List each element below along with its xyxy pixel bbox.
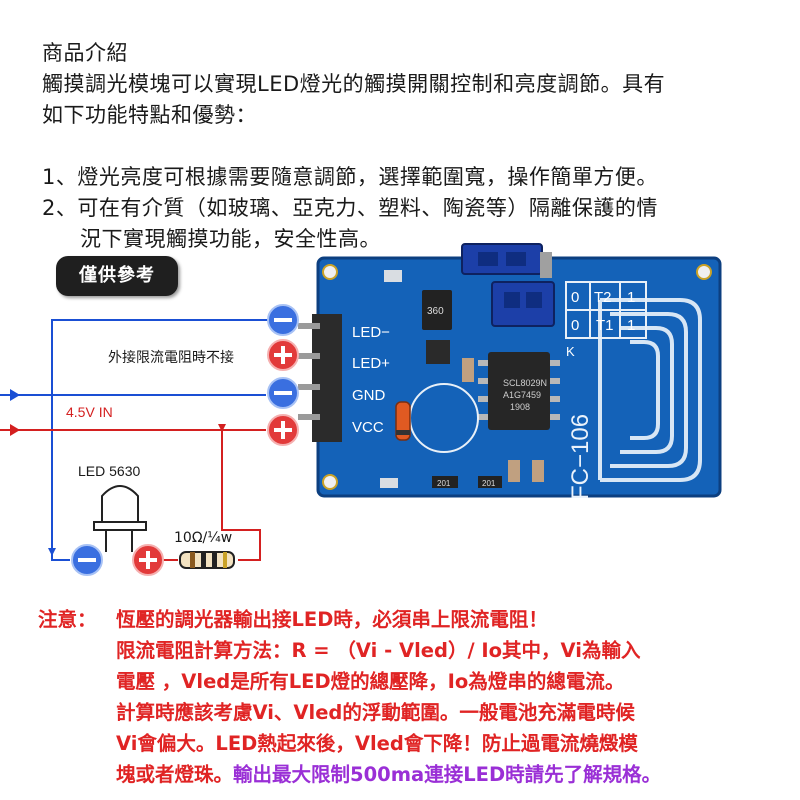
wire-resistor-feed <box>221 430 261 561</box>
terminal-led-positive <box>267 339 299 371</box>
led-model-label: LED 5630 <box>78 463 140 479</box>
terminal-gnd <box>267 377 299 409</box>
pin-k-label: K <box>566 344 575 359</box>
led-terminal-negative <box>71 544 103 576</box>
arrow-icon <box>218 424 226 432</box>
feature-item-1: 1、燈光亮度可根據需要隨意調節，選擇範圍寬，操作簡單方便。 <box>42 165 658 189</box>
smd-part <box>380 478 398 488</box>
feature-item-2: 2、可在有介質（如玻璃、亞克力、塑料、陶瓷等）隔離保護的情 <box>42 196 658 220</box>
smd-resistor-2 <box>432 476 458 488</box>
dimmer-ic: SCL8029N A1G7459 1908 <box>478 352 560 430</box>
t2-left-label: 0 <box>571 289 579 306</box>
pin-label-vcc: VCC <box>352 419 384 436</box>
smd-capacitor <box>532 460 544 482</box>
output-limit-note: 輸出最大限制500ma連接LED時請先了解規格。 <box>233 763 662 786</box>
note-line: 計算時應該考慮Vi、Vled的浮動範圍。一般電池充滿電時候 <box>116 701 635 724</box>
note-line: 塊或者燈珠。輸出最大限制500ma連接LED時請先了解規格。 <box>116 759 796 790</box>
smd-led <box>384 270 402 282</box>
wire-led-negative <box>51 319 268 561</box>
t1-left-label: 0 <box>571 317 579 334</box>
arrow-icon <box>10 424 20 436</box>
arrow-icon <box>48 548 56 556</box>
smd-code: 201 <box>482 479 496 488</box>
t2-right-label: 1 <box>627 289 635 306</box>
voltage-label: 4.5V IN <box>66 404 113 420</box>
note-line: 恆壓的調光器輸出接LED時，必須串上限流電阻！ <box>116 608 548 631</box>
note-line: Vi會偏大。LED熱起來後，Vled會下降！防止過電流燒燬模 <box>116 732 638 755</box>
terminal-vcc <box>267 414 299 446</box>
pin-label-led-neg: LED− <box>352 324 390 341</box>
intro-line: 如下功能特點和優勢： <box>42 103 257 127</box>
header-pins <box>298 323 320 420</box>
smd-capacitor <box>508 460 520 482</box>
intro-heading: 商品介紹 <box>42 41 128 65</box>
smd-transistor <box>426 340 450 364</box>
note-line: 電壓 ，Vled是所有LED燈的總壓降，Io為燈串的總電流。 <box>116 670 625 693</box>
inductor-code: 360 <box>427 306 444 317</box>
minus-icon <box>274 318 292 322</box>
resistor-value-label: 10Ω/¼w <box>174 530 232 546</box>
product-intro: 商品介紹 觸摸調光模塊可以實現LED燈光的觸摸開關控制和亮度調節。具有 如下功能… <box>42 38 782 255</box>
pin-label-led-pos: LED+ <box>352 355 390 372</box>
t1-right-label: 1 <box>627 317 635 334</box>
resistor-icon <box>179 551 235 569</box>
note-line-part: 塊或者燈珠。 <box>116 763 234 786</box>
pin-label-gnd: GND <box>352 387 386 404</box>
chip-marking: SCL8029N <box>503 378 547 388</box>
touch-pad <box>598 298 702 482</box>
jumper-t2[interactable] <box>461 243 552 278</box>
t1-label: T1 <box>596 317 614 334</box>
smd-resistor-3 <box>478 476 502 488</box>
note-line: 限流電阻計算方法：R = （Vi - Vled）/ Io其中，Vi為輸入 <box>116 639 641 662</box>
note-label: 注意： <box>38 608 97 631</box>
feature-item-2-cont: 況下實現觸摸功能，安全性高。 <box>80 227 381 251</box>
intro-line: 觸摸調光模塊可以實現LED燈光的觸摸開關控制和亮度調節。具有 <box>42 72 666 96</box>
smd-inductor <box>422 290 452 330</box>
pcb-board: 0 T2 1 0 T1 1 FC−106 360 <box>298 243 722 500</box>
terminal-led-negative <box>267 304 299 336</box>
smd-resistor <box>462 358 474 382</box>
minus-icon <box>274 391 292 395</box>
arrow-icon <box>10 389 20 401</box>
t2-label: T2 <box>594 289 612 306</box>
chip-marking: A1G7459 <box>503 390 541 400</box>
note-body: 恆壓的調光器輸出接LED時，必須串上限流電阻！ 限流電阻計算方法：R = （Vi… <box>116 604 796 790</box>
pin-header <box>312 314 342 442</box>
resistor-note-label: 外接限流電阻時不接 <box>108 349 234 366</box>
minus-icon <box>78 558 96 562</box>
mode-table <box>565 281 647 339</box>
led-icon <box>93 485 147 552</box>
reference-only-badge: 僅供參考 <box>56 256 178 296</box>
jumper-t1[interactable] <box>491 281 555 327</box>
led-terminal-positive <box>132 544 164 576</box>
smd-code: 201 <box>437 479 451 488</box>
model-label: FC−106 <box>567 414 594 500</box>
chip-marking: 1908 <box>510 402 530 412</box>
